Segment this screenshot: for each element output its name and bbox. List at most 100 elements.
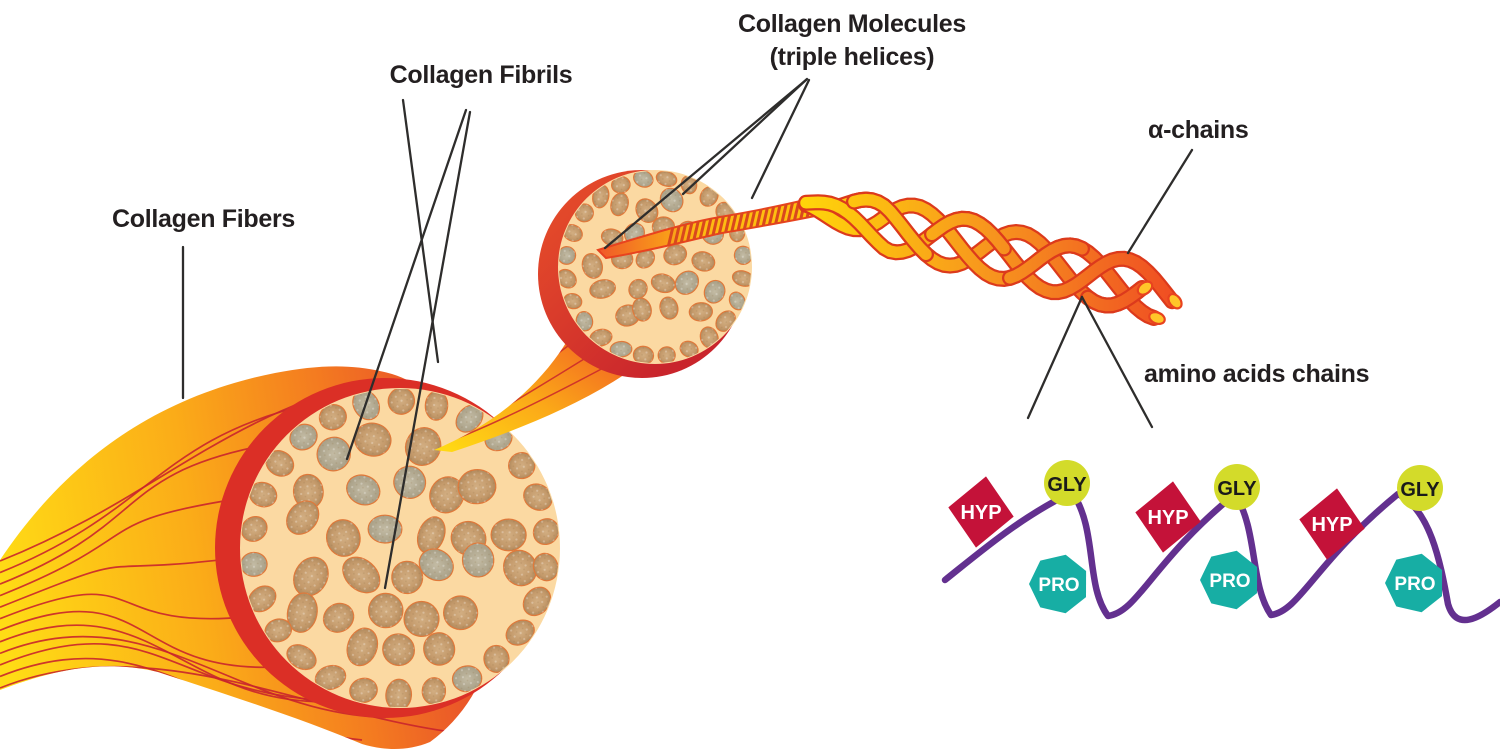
fibril-blob-texture <box>633 171 653 188</box>
fibril-blob-texture <box>342 557 380 593</box>
pointer-line-fibrils-1 <box>345 108 468 461</box>
fibril-blob-texture <box>656 171 677 187</box>
fibril-blob-texture <box>633 346 654 363</box>
fibril-blob-texture <box>651 274 676 293</box>
label-amino-acids-chains: amino acids chains <box>1144 360 1370 388</box>
fibril-blob-texture <box>405 427 441 466</box>
fibril-blob-texture <box>347 628 378 666</box>
fiber-line <box>0 557 231 608</box>
fibril-blob-texture <box>663 244 687 265</box>
fibril-blob-texture <box>563 224 583 242</box>
fibril-blob-texture <box>636 249 655 268</box>
amino-unit: HYP GLY PRO <box>1299 465 1443 613</box>
fibril-blob-texture <box>404 601 439 637</box>
fibril-blob-texture <box>456 404 483 433</box>
fibril-blob-texture <box>734 246 751 265</box>
fiber-circle <box>240 388 560 708</box>
fiber-bundle-lines <box>0 380 453 741</box>
collagen-fiber-bundle <box>0 366 501 749</box>
fibril-blob-texture <box>503 550 537 586</box>
hyp-diamond <box>948 476 1014 548</box>
fibril-blob-texture <box>326 519 361 557</box>
fibril-blob-texture <box>368 593 403 628</box>
fibril-blob-texture <box>675 271 699 295</box>
fiber-line <box>0 403 310 574</box>
fibril-blob-texture <box>388 389 415 415</box>
pointer-line-molecules-1 <box>603 78 808 250</box>
fibril-blob-texture <box>419 549 454 581</box>
pointer-line-amino-right <box>1080 295 1154 429</box>
amino-unit: HYP GLY PRO <box>1135 464 1260 610</box>
fibril-blob-texture <box>293 557 329 596</box>
fibril-blob-texture <box>323 603 354 633</box>
fibril-blob-texture <box>289 424 318 450</box>
fibril-blob-texture <box>429 476 464 513</box>
fibril-blobs <box>559 171 751 363</box>
fibril-blob-texture <box>317 437 351 471</box>
fiber-line <box>0 635 386 719</box>
fibril-blob-texture <box>523 587 551 616</box>
fibril-blob-texture <box>265 450 294 477</box>
label-collagen-fibrils: Collagen Fibrils <box>389 61 573 89</box>
fibril-blob-texture <box>700 186 719 207</box>
helix-end-cap <box>1136 280 1154 296</box>
pro-hexagon <box>1029 554 1087 614</box>
fibril-blob-texture <box>491 519 527 551</box>
fibril-blob-texture <box>632 298 652 321</box>
fibril-blob-texture <box>575 203 594 222</box>
fiber-line <box>0 593 245 620</box>
fibril-blob-texture <box>382 633 415 666</box>
fiber-blobs <box>241 389 559 707</box>
pro-label: PRO <box>1394 574 1435 595</box>
fibril-blob-texture <box>559 246 576 265</box>
fibril-blob-texture <box>241 516 267 542</box>
fibril-blob-texture <box>319 404 347 430</box>
fibril-blob-texture <box>680 341 699 358</box>
fibril-blob-texture <box>385 679 412 707</box>
fibril-blob-texture <box>715 310 736 332</box>
fibril-blob-texture <box>610 193 629 216</box>
fiber-line <box>0 643 321 701</box>
label-collagen-molecules: Collagen Molecules (triple helices) <box>716 8 988 74</box>
fibril-blob-texture <box>601 229 623 246</box>
pointer-line-fibrils-2 <box>383 110 472 590</box>
fibril-blob-texture <box>658 346 676 363</box>
amino-acid-chain: HYP GLY PRO HYP GLY PRO HYP GLY PRO <box>941 460 1500 624</box>
helix-end-cap <box>1148 311 1166 326</box>
pro-hexagon <box>1385 553 1443 613</box>
fibril-blob-texture <box>610 341 632 357</box>
triple-helix <box>798 191 1183 326</box>
pro-label: PRO <box>1038 575 1079 596</box>
helix-strand-over <box>848 193 932 260</box>
fibril-blob-texture <box>417 516 446 554</box>
fibril-blob-texture <box>691 251 715 272</box>
fiber-line <box>0 624 328 703</box>
fibril-blob-texture <box>458 469 496 504</box>
fiber-line <box>0 665 453 733</box>
fibril-cross-section <box>538 170 752 378</box>
hyp-label: HYP <box>1147 507 1188 529</box>
pro-hexagon <box>1200 550 1258 610</box>
helix-strand-over <box>926 213 1010 255</box>
label-collagen-molecules-line2: (triple helices) <box>769 43 935 71</box>
fiber-line <box>0 610 279 669</box>
pointer-line-fibrils-3 <box>401 98 440 364</box>
fibril-blob-texture <box>354 423 391 457</box>
fibril-blob-texture <box>660 188 683 212</box>
fibril-blob-texture <box>523 484 553 511</box>
fibril-blob-texture <box>265 619 292 642</box>
hyp-label: HYP <box>960 502 1001 524</box>
gly-label: GLY <box>1400 479 1440 501</box>
helix-strand-over <box>1004 239 1088 284</box>
fiber-line <box>0 444 265 585</box>
fibril-blob-texture <box>689 302 713 321</box>
fibril-blob-texture <box>576 311 593 331</box>
gly-circle <box>1214 464 1260 510</box>
fibril-blob-texture <box>582 253 603 279</box>
fibril-blob-texture <box>241 552 268 577</box>
fibril-blob-texture <box>423 632 455 666</box>
pointer-line-molecules-3 <box>750 78 811 200</box>
fibril-blob-texture <box>700 327 719 349</box>
